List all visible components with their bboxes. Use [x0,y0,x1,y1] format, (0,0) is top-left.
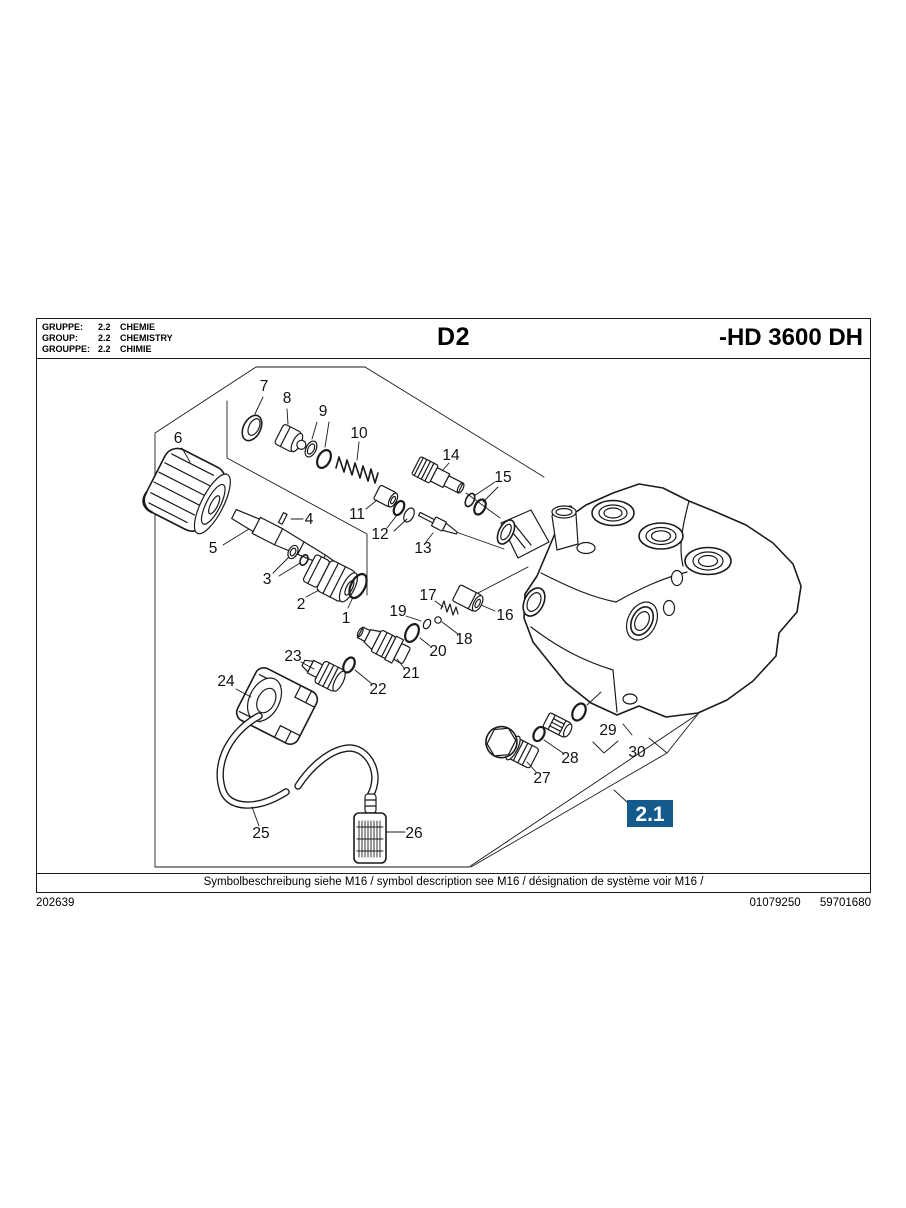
part-27-plug [485,725,539,769]
top-port [638,522,684,550]
catalog-number: 59701680 [819,897,871,909]
part-number-label: 12 [371,526,388,543]
part-number-label: 22 [369,681,386,698]
part-26-filter [353,793,387,864]
part-28-oring [532,725,546,743]
part-20-oring [404,623,420,643]
part-12-rings [392,499,415,523]
part-number-label: 25 [252,825,269,842]
top-port [591,499,635,527]
subassembly-badge: 2.1 [627,800,673,827]
part-10-spring [335,456,379,484]
part-number-label: 27 [533,770,550,787]
part-8-plug [274,424,307,453]
part-number-label: 19 [389,603,406,620]
part-number-label: 18 [455,631,472,648]
subgroup-boundary [226,400,368,596]
part-19-ring [422,618,432,630]
part-9-seals [304,440,332,469]
symbol-note: Symbolbeschreibung siehe M16 / symbol de… [37,873,870,892]
part-number-label: 10 [350,425,368,442]
axis-lines [455,492,602,706]
part-number-label: 7 [260,378,269,395]
part-number-label: 4 [305,511,314,528]
part-18-ball [434,616,442,624]
part-number-label: 21 [402,665,419,682]
subassembly-brackets [470,713,699,868]
part-11-bushing [373,484,399,508]
catalog-number: 01079250 [749,897,801,909]
catalog-numbers: 01079250 59701680 [733,897,871,909]
part-number-label: 13 [414,540,431,557]
part-number-label: 28 [561,750,578,767]
leader-lines [181,396,564,833]
top-port [684,546,732,576]
part-number-label: 24 [217,673,235,690]
part-14-fitting [411,456,465,494]
part-13-needle [417,511,458,535]
part-number-label: 23 [284,648,301,665]
part-number-label: 30 [628,744,646,761]
diagram-boundary [154,366,699,868]
part-number-label: 17 [419,587,436,604]
part-number-label: 2 [297,596,306,613]
part-number-label: 26 [405,825,422,842]
part-number-label: 1 [342,610,351,627]
part-6-knob [142,447,231,535]
part-4-pin [277,512,288,525]
part-number-label: 6 [174,430,183,447]
part-number-label: 3 [263,571,272,588]
part-16-sleeve [452,584,484,612]
part-number-label: 16 [496,607,513,624]
part-3-washers [287,544,309,566]
part-number-labels: 1 2 3 4 5 6 7 8 9 10 11 12 13 14 15 16 1… [174,378,646,842]
part-number-label: 15 [494,469,511,486]
check-valve-insert [542,712,573,738]
part-number-label: 8 [283,390,292,407]
doc-number: 202639 [36,897,75,909]
part-number-label: 20 [429,643,447,660]
subassembly-badge-label: 2.1 [635,803,665,826]
model-name: -HD 3600 DH [718,324,863,351]
valve-body [496,483,802,718]
part-number-label: 9 [319,403,328,420]
part-17-spring [440,600,459,616]
part-number-label: 5 [209,540,218,557]
part-24-coupler [235,667,319,745]
part-1-oring [348,572,368,600]
page-title: D2 [437,323,470,351]
part-15-orings [464,492,487,516]
page-meta-row: 202639 01079250 59701680 [36,897,871,909]
part-7-washer [241,414,263,442]
part-number-label: 14 [442,447,460,464]
exploded-parts-diagram: 1 2 3 4 5 6 7 8 9 10 11 12 13 14 15 16 1… [142,366,802,868]
part-23-nozzle [301,659,346,692]
part-29-oring [571,702,587,722]
part-number-label: 29 [599,722,616,739]
part-21-injector [356,626,411,664]
part-number-label: 11 [349,506,365,523]
part-25-hose [216,712,379,809]
